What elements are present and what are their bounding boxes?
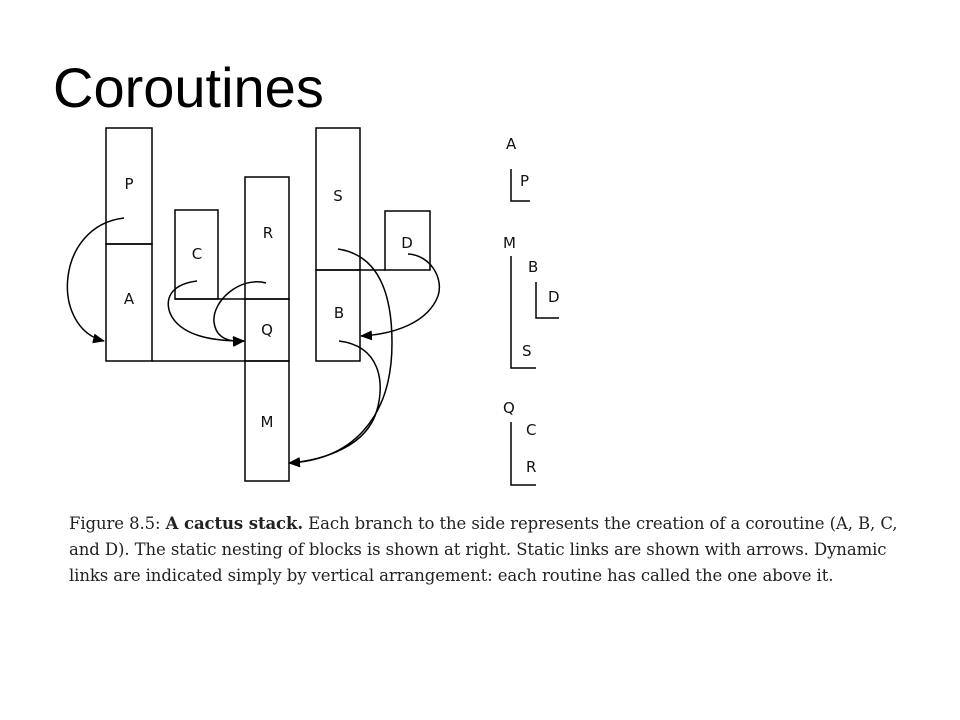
slide-title: Coroutines (53, 56, 324, 119)
block-d (384, 210, 431, 271)
nesting-s-label: S (522, 342, 532, 360)
block-s-label: S (333, 187, 343, 205)
nesting-b-label: B (528, 258, 538, 276)
arrow-p-to-a (66, 217, 125, 344)
nesting-c-label: C (526, 421, 536, 439)
caption-body: Each branch to the side represents the c… (69, 514, 898, 585)
nesting-p-label: P (520, 172, 529, 190)
block-m (244, 360, 290, 482)
arrow-c-to-q (167, 280, 245, 346)
nesting-d-label: D (548, 288, 560, 306)
figure-caption: Figure 8.5: A cactus stack. Each branch … (69, 511, 929, 589)
nesting-a-label: A (506, 135, 517, 153)
block-p-label: P (124, 175, 133, 193)
arrow-r-to-q (213, 281, 267, 347)
nesting-q-label: Q (503, 399, 515, 417)
arrow-b-to-m (288, 340, 381, 468)
block-a-label: A (124, 290, 135, 308)
cactus-stack: P A C R Q M S B D (105, 127, 431, 482)
nesting-bracket-m (510, 256, 536, 369)
block-d-label: D (401, 234, 413, 252)
block-r-label: R (263, 224, 273, 242)
block-a (105, 243, 153, 362)
block-m-label: M (261, 413, 274, 431)
caption-bold-title: A cactus stack. (165, 514, 303, 533)
block-b-label: B (334, 304, 344, 322)
nesting-bracket-b (535, 282, 559, 319)
caption-figure-label: Figure 8.5: (69, 514, 161, 533)
nesting-m-label: M (503, 234, 516, 252)
block-q-label: Q (261, 321, 273, 339)
arrow-d-to-b (360, 253, 441, 341)
block-b (315, 269, 361, 362)
nesting-bracket-q (510, 422, 536, 486)
static-links (66, 217, 441, 468)
static-nesting: A P M B D S Q C R (503, 135, 560, 486)
nesting-r-label: R (526, 458, 536, 476)
arrow-s-to-m (288, 248, 393, 468)
nesting-bracket-a (510, 169, 530, 202)
block-c-label: C (192, 245, 202, 263)
